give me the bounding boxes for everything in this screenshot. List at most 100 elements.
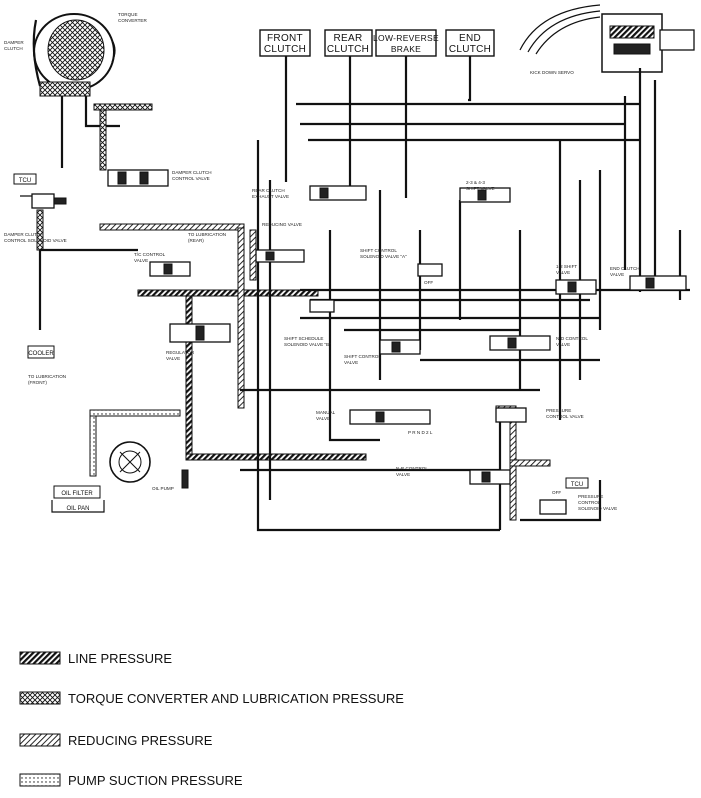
cooler-box: COOLER TO LUBRICATION (FRONT) [27,345,66,385]
end-clutch-label-1: END [459,33,481,44]
svg-text:CONTROL: CONTROL [578,500,601,505]
svg-text:SHIFT CONTROL: SHIFT CONTROL [360,248,397,253]
regulator-valve: REGULATOR VALVE [166,323,231,361]
svg-text:CLUTCH: CLUTCH [4,46,23,51]
svg-text:SHIFT SCHEDULE: SHIFT SCHEDULE [284,336,323,341]
svg-text:PRESSURE: PRESSURE [546,408,571,413]
cooler-label: COOLER [28,351,54,357]
svg-text:REDUCING VALVE: REDUCING VALVE [262,222,302,227]
svg-text:VALVE: VALVE [556,270,570,275]
svg-text:EXHAUST VALVE: EXHAUST VALVE [252,194,289,199]
off-markers: OFF OFF [424,280,561,495]
pressure-control-solenoid-valve: PRESSURE CONTROL SOLENOID VALVE [539,494,617,515]
svg-text:SHIFT VALVE: SHIFT VALVE [466,186,495,191]
legend-line-pressure-label: LINE PRESSURE [68,651,172,666]
tc-control-valve: T/C CONTROL VALVE [134,252,191,277]
svg-text:KICK DOWN SERVO: KICK DOWN SERVO [530,70,574,75]
front-clutch-box: FRONT CLUTCH [259,29,311,57]
svg-text:VALVE: VALVE [556,342,570,347]
svg-text:CONTROL VALVE: CONTROL VALVE [172,176,210,181]
legend-line-pressure: LINE PRESSURE [19,651,172,666]
svg-text:VALVE: VALVE [134,258,148,263]
svg-text:T/C CONTROL: T/C CONTROL [134,252,166,257]
shift-schedule-solenoid-b: SHIFT SCHEDULE SOLENOID VALVE "B" [284,299,335,347]
svg-text:1-2 SHIFT: 1-2 SHIFT [556,264,577,269]
svg-text:2-3 & 4-3: 2-3 & 4-3 [466,180,485,185]
damper-clutch-solenoid-valve: DAMPER CLUTCH CONTROL SOLENOID VALVE [4,193,67,243]
shift-valve-2-3-4-3: 2-3 & 4-3 SHIFT VALVE [459,180,511,203]
svg-text:MANUAL: MANUAL [316,410,336,415]
rear-clutch-exhaust-valve: REAR CLUTCH EXHAUST VALVE [252,185,367,201]
pressure-control-valve: PRESSURE CONTROL VALVE [495,407,584,423]
end-clutch-box: END CLUTCH [445,29,495,57]
tcu-left-label: TCU [19,178,31,184]
svg-text:DAMPER: DAMPER [4,40,24,45]
oil-pump: OIL PUMP [109,441,189,491]
svg-text:VALVE: VALVE [396,472,410,477]
svg-text:SOLENOID VALVE "B": SOLENOID VALVE "B" [284,342,331,347]
svg-text:PRESSURE: PRESSURE [578,494,603,499]
svg-text:TO LUBRICATION: TO LUBRICATION [28,374,66,379]
svg-text:REGULATOR: REGULATOR [166,350,195,355]
end-clutch-valve: END CLUTCH VALVE [610,266,687,291]
low-reverse-label-2: BRAKE [391,44,421,54]
svg-text:P R N D 2 L: P R N D 2 L [408,430,433,435]
svg-text:TORQUE: TORQUE [118,12,138,17]
svg-text:N-R CONTROL: N-R CONTROL [396,466,428,471]
reducing-valve: REDUCING VALVE [255,222,305,263]
clutch-boxes: FRONT CLUTCH REAR CLUTCH LOW-REVERSE BRA… [259,29,495,57]
torque-converter: TORQUE CONVERTER DAMPER CLUTCH [4,12,147,97]
oil-filter-label: OIL FILTER [61,491,93,497]
tcu-box-right: TCU [565,477,589,489]
pipe-network [20,56,690,532]
svg-text:SOLENOID VALVE "A": SOLENOID VALVE "A" [360,254,407,259]
legend-torque-label: TORQUE CONVERTER AND LUBRICATION PRESSUR… [68,691,404,706]
svg-text:VALVE: VALVE [344,360,358,365]
svg-text:CONVERTER: CONVERTER [118,18,147,23]
svg-text:END CLUTCH: END CLUTCH [610,266,640,271]
svg-text:(REAR): (REAR) [188,238,204,243]
shift-control-solenoid-a: SHIFT CONTROL SOLENOID VALVE "A" [360,248,443,277]
low-reverse-label-1: LOW-REVERSE [373,33,439,43]
legend-torque-converter-pressure: TORQUE CONVERTER AND LUBRICATION PRESSUR… [19,691,404,706]
svg-text:TO LUBRICATION: TO LUBRICATION [188,232,226,237]
tcu-box-left: TCU [13,173,37,185]
tcu-right-label: TCU [571,482,583,488]
front-clutch-label-1: FRONT [267,33,303,44]
svg-text:N-D CONTROL: N-D CONTROL [556,336,588,341]
svg-text:VALVE: VALVE [166,356,180,361]
svg-text:DAMPER CLUTCH: DAMPER CLUTCH [4,232,44,237]
svg-text:SHIFT CONTROL: SHIFT CONTROL [344,354,381,359]
rear-clutch-box: REAR CLUTCH [324,29,373,57]
n-r-control-valve: N-R CONTROL VALVE [396,466,511,485]
svg-text:SOLENOID VALVE: SOLENOID VALVE [578,506,617,511]
manual-valve: MANUAL VALVE P R N D 2 L [316,409,433,435]
svg-text:CONTROL VALVE: CONTROL VALVE [546,414,584,419]
oil-filter-box: OIL FILTER [53,485,101,499]
rear-clutch-label-1: REAR [334,33,363,44]
off-label-top: OFF [424,280,433,285]
oil-pan-label: OIL PAN [66,506,89,512]
oil-pan: OIL PAN [51,500,105,513]
legend-reducing-pressure: REDUCING PRESSURE [19,733,213,748]
legend-pump-suction-pressure: PUMP SUCTION PRESSURE [19,773,243,788]
svg-text:VALVE: VALVE [316,416,330,421]
kick-down-servo: KICK DOWN SERVO [519,4,695,75]
damper-clutch-control-valve: DAMPER CLUTCH CONTROL VALVE [107,169,212,187]
svg-text:REAR CLUTCH: REAR CLUTCH [252,188,285,193]
svg-text:CONTROL SOLENOID VALVE: CONTROL SOLENOID VALVE [4,238,67,243]
off-label-bottom: OFF [552,490,561,495]
n-d-control-valve: N-D CONTROL VALVE [489,335,588,351]
svg-text:DAMPER CLUTCH: DAMPER CLUTCH [172,170,212,175]
low-reverse-brake-box: LOW-REVERSE BRAKE [373,29,439,57]
small-boxes: TCU TCU COOLER TO LUBRICATION (FRONT) OI… [13,173,589,513]
legend: LINE PRESSURE TORQUE CONVERTER AND LUBRI… [19,651,404,788]
legend-reducing-label: REDUCING PRESSURE [68,733,213,748]
shift-valve-1-2: 1-2 SHIFT VALVE [555,264,597,295]
shift-control-valve: SHIFT CONTROL VALVE [344,339,421,365]
end-clutch-label-2: CLUTCH [449,44,491,55]
valves: DAMPER CLUTCH CONTROL VALVE DAMPER CLUTC… [4,169,687,515]
legend-suction-label: PUMP SUCTION PRESSURE [68,773,243,788]
rear-clutch-label-2: CLUTCH [327,44,369,55]
